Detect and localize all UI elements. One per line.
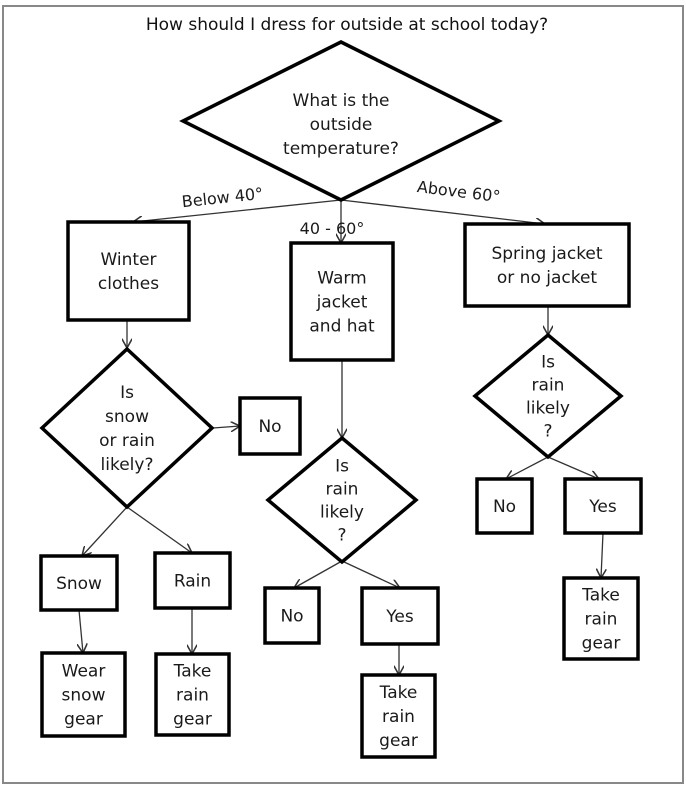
- right-rain-question-decision: Is rain likely?: [472, 332, 624, 460]
- node-text-line: Is: [120, 383, 134, 403]
- node-text-line: No: [280, 607, 303, 627]
- node-text-line: What is the: [293, 91, 390, 111]
- decision-diamond: [472, 332, 624, 460]
- node-text-line: gear: [379, 731, 418, 751]
- process-box: [360, 673, 437, 759]
- node-text-line: Take: [379, 683, 418, 703]
- node-text-line: Winter: [100, 250, 156, 270]
- process-box: [40, 651, 127, 738]
- node-text-line: Is: [541, 353, 555, 373]
- process-box: [562, 576, 640, 661]
- node-text-line: Spring jacket: [491, 244, 602, 264]
- node-text-line: gear: [64, 710, 103, 730]
- node-text-line: Warm: [317, 269, 366, 289]
- mid-take-rain-gear-box: Take rain gear: [360, 673, 437, 759]
- arrow-temp-question-to-winter-clothes: [133, 199, 342, 222]
- node-text-line: Yes: [385, 607, 414, 627]
- node-text-line: rain: [382, 707, 415, 727]
- process-box: [66, 220, 191, 322]
- process-box: [153, 551, 232, 610]
- node-text-line: Snow: [56, 574, 102, 594]
- right-yes-box: Yes: [563, 477, 643, 535]
- warm-jacket-box: Warm jacket and hat: [289, 241, 395, 362]
- node-text-line: likely?: [101, 455, 154, 475]
- mid-no-box: No: [263, 586, 321, 645]
- snow-box: Snow: [39, 554, 119, 612]
- nodes: What is the outside temperature? Winter clot…: [39, 40, 643, 759]
- node-text-line: likely: [526, 399, 570, 419]
- node-text-line: clothes: [98, 274, 159, 294]
- node-text-line: Take: [173, 662, 212, 682]
- diagram-title: How should I dress for outside at school…: [146, 15, 548, 35]
- node-text-line: Yes: [588, 497, 617, 517]
- node-text-line: Wear: [62, 662, 106, 682]
- node-text-line: ?: [337, 526, 346, 546]
- temp-question-decision: What is the outside temperature?: [179, 40, 503, 202]
- mid-rain-question-decision: Is rain likely?: [265, 435, 419, 565]
- snow-rain-question-decision: Is snow or rain likely?: [39, 346, 215, 510]
- node-text-line: Rain: [174, 572, 211, 592]
- node-text-line: temperature?: [283, 139, 399, 159]
- right-no-box: No: [475, 477, 534, 535]
- node-text-line: snow: [62, 686, 106, 706]
- process-box: [563, 477, 643, 535]
- node-text-line: No: [258, 417, 281, 437]
- wear-snow-gear-box: Wear snow gear: [40, 651, 127, 738]
- node-text-line: outside: [310, 115, 373, 135]
- process-box: [289, 241, 395, 362]
- winter-clothes-box: Winter clothes: [66, 220, 191, 322]
- decision-diamond: [179, 40, 503, 202]
- process-box: [463, 222, 631, 308]
- rain-box: Rain: [153, 551, 232, 610]
- node-text-line: or no jacket: [497, 268, 598, 288]
- node-text-line: Take: [581, 586, 620, 606]
- node-text-line: and hat: [309, 317, 375, 337]
- left-take-rain-gear-box: Take rain gear: [154, 652, 231, 737]
- connectors: [79, 199, 603, 675]
- decision-diamond: [39, 346, 215, 510]
- node-text-line: rain: [532, 376, 565, 396]
- edge-label: 40 - 60°: [300, 219, 365, 238]
- spring-jacket-box: Spring jacket or no jacket: [463, 222, 631, 308]
- process-box: [154, 652, 231, 737]
- left-no-box: No: [238, 396, 302, 456]
- node-text-line: gear: [582, 634, 621, 654]
- arrow-right-rain-question-to-right-no: [506, 456, 549, 479]
- arrow-mid-rain-question-to-mid-no: [294, 560, 343, 588]
- process-box: [475, 477, 534, 535]
- arrow-right-yes-to-right-take-rain-gear: [601, 532, 603, 578]
- node-text-line: Is: [335, 457, 349, 477]
- node-text-line: rain: [326, 480, 359, 500]
- node-text-line: ?: [543, 422, 552, 442]
- node-text-line: or rain: [99, 431, 155, 451]
- arrow-snow-rain-question-to-left-no: [212, 426, 240, 428]
- node-text-line: jacket: [316, 293, 368, 313]
- arrow-mid-rain-question-to-mid-yes: [341, 560, 400, 588]
- decision-diamond: [265, 435, 419, 565]
- right-take-rain-gear-box: Take rain gear: [562, 576, 640, 661]
- edge-label: Below 40°: [181, 184, 264, 211]
- arrow-snow-rain-question-to-rain: [126, 506, 192, 553]
- node-text-line: rain: [585, 610, 618, 630]
- process-box: [238, 396, 302, 456]
- process-box: [263, 586, 321, 645]
- node-text-line: No: [493, 497, 516, 517]
- process-box: [360, 586, 440, 646]
- node-text-line: likely: [320, 503, 364, 523]
- edge-label: Above 60°: [416, 177, 501, 206]
- arrow-temp-question-to-spring-jacket: [340, 199, 545, 224]
- node-text-line: snow: [105, 407, 149, 427]
- process-box: [39, 554, 119, 612]
- arrow-right-rain-question-to-right-yes: [547, 456, 599, 479]
- mid-yes-box: Yes: [360, 586, 440, 646]
- arrow-snow-rain-question-to-snow: [82, 506, 128, 556]
- node-text-line: rain: [176, 686, 209, 706]
- arrow-snow-to-wear-snow-gear: [79, 609, 83, 653]
- node-text-line: gear: [173, 710, 212, 730]
